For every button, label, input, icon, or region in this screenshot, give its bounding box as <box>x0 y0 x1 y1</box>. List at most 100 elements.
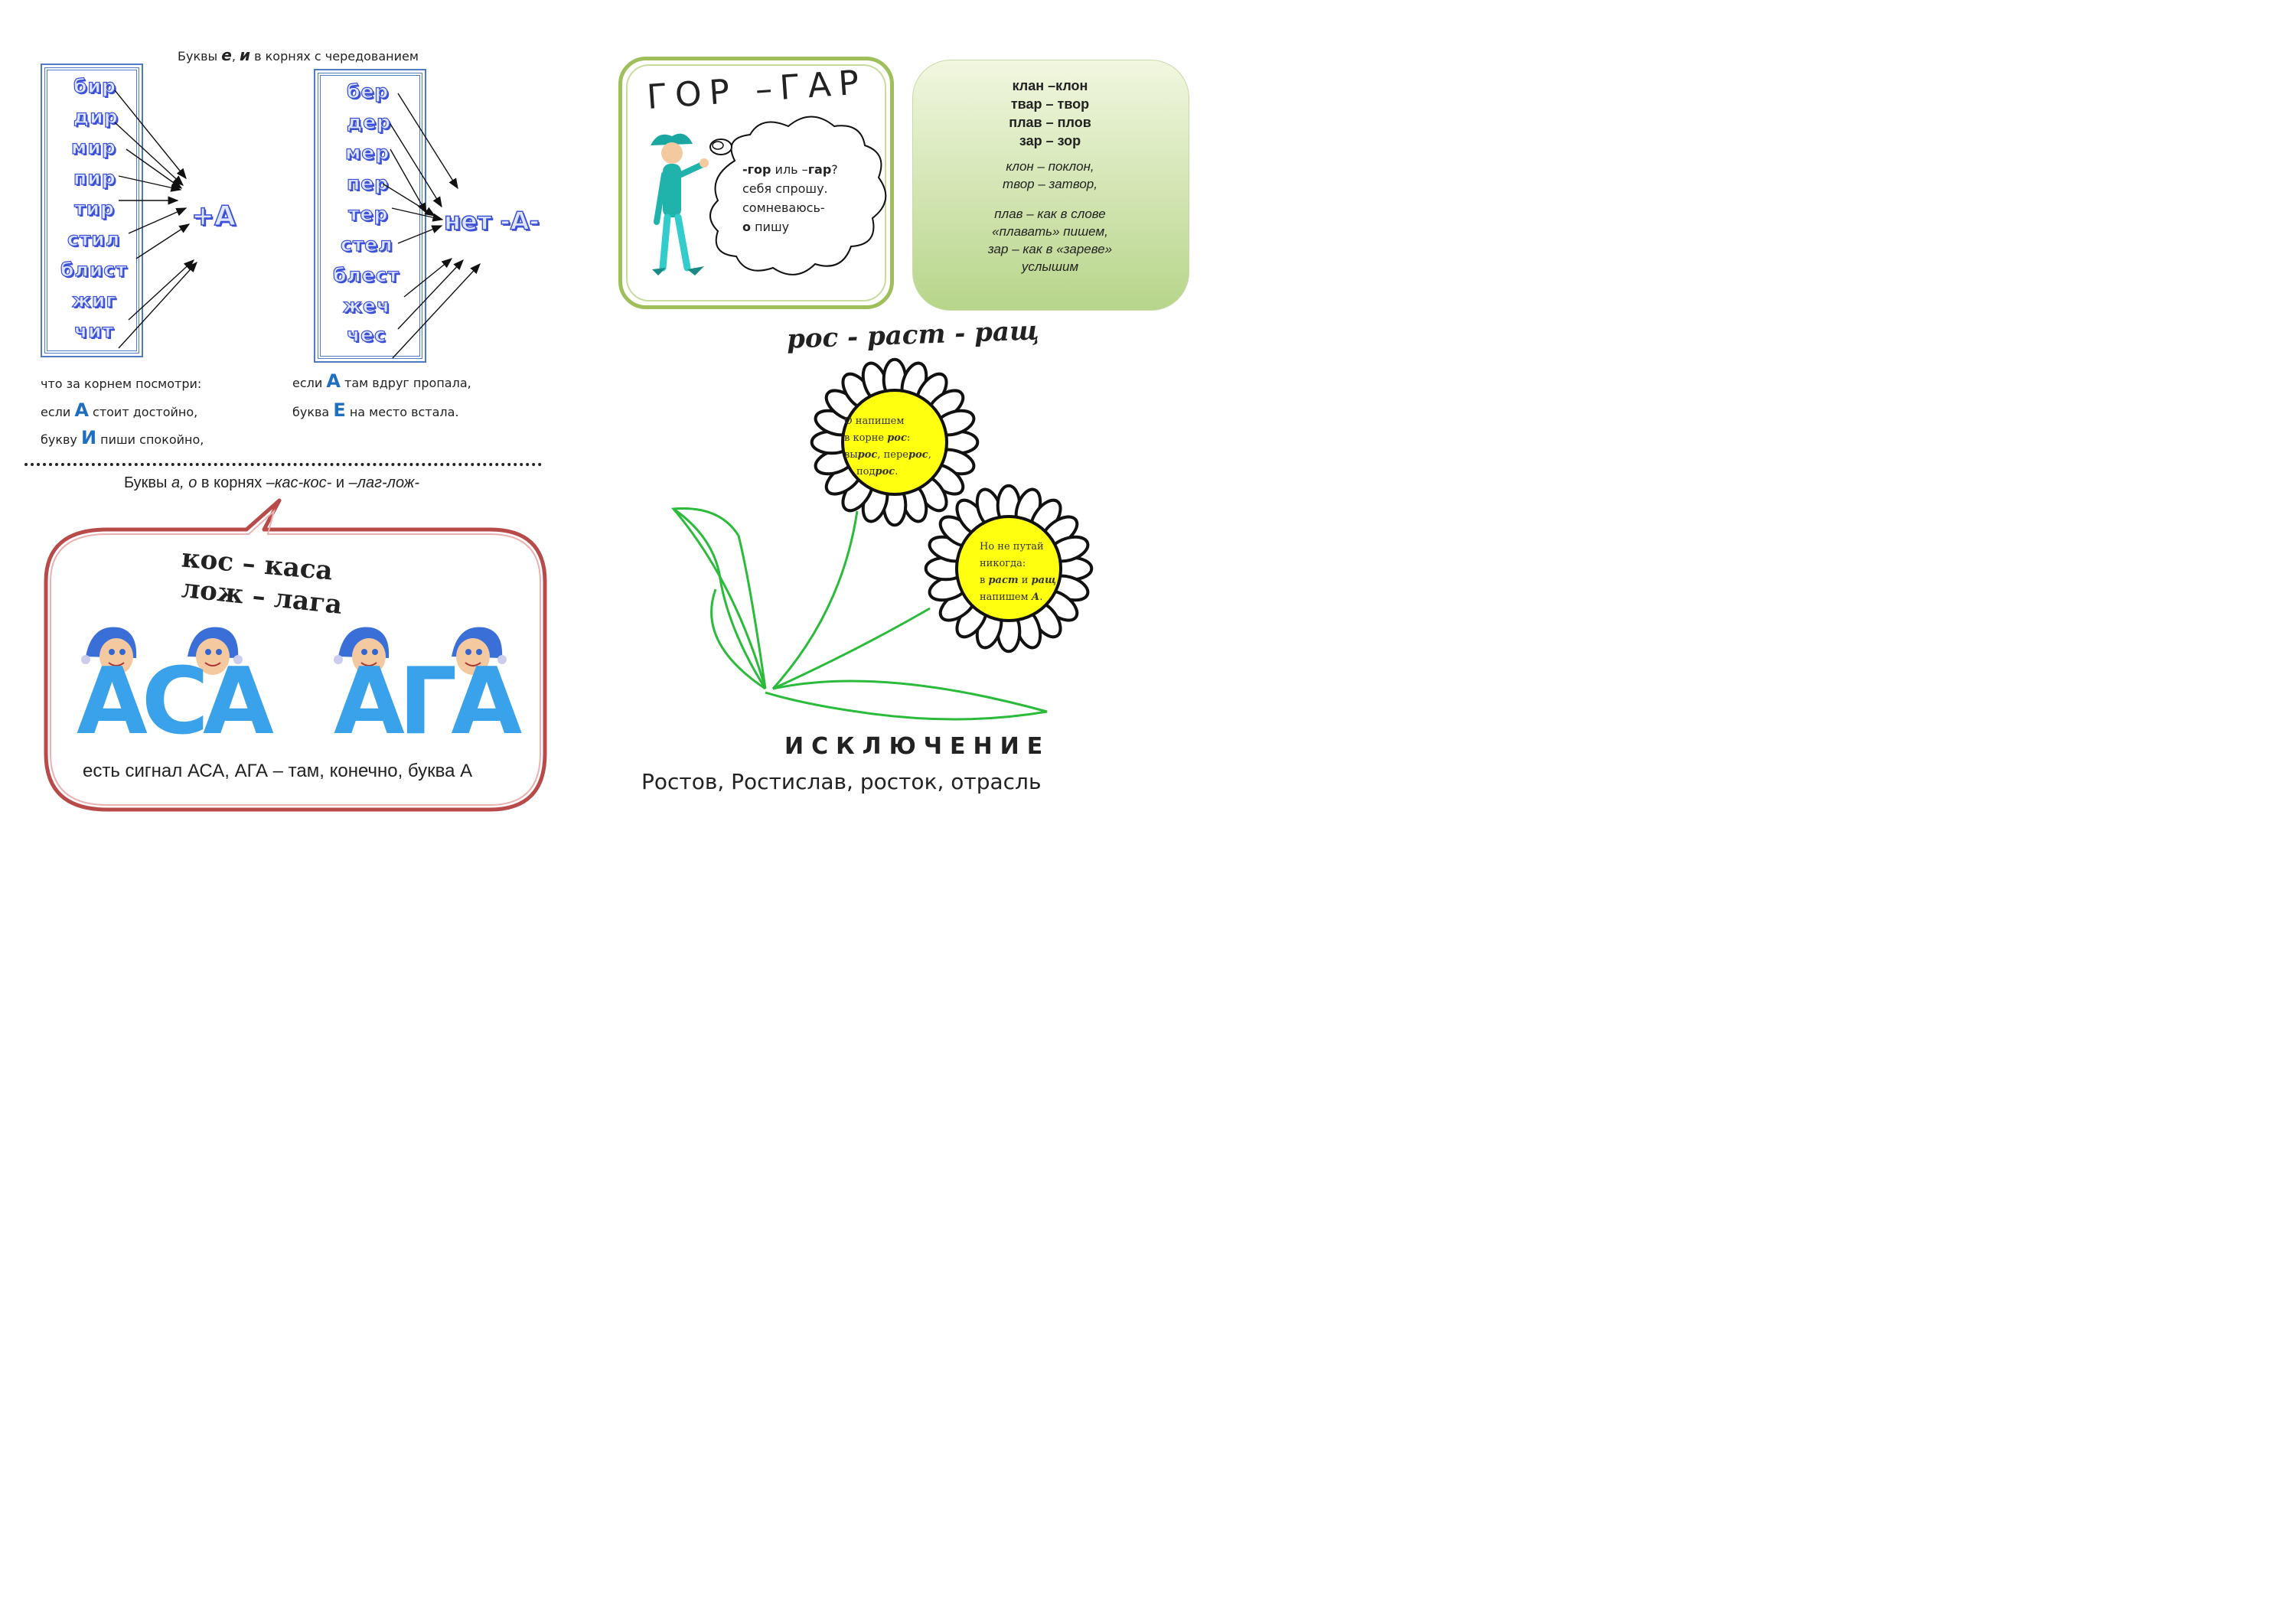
gor-gar-frame <box>618 57 894 309</box>
arrow <box>135 223 191 259</box>
rhyme-text: если <box>292 376 327 390</box>
exception-list: Ростов, Ростислав, росток, отрасль <box>641 769 1042 794</box>
left-root-1: дир <box>73 105 119 128</box>
word-aga: АГА <box>334 649 522 755</box>
title-sep: , <box>231 49 240 64</box>
flower-text: . <box>895 466 899 477</box>
arrow <box>392 262 481 359</box>
left-root-0: бир <box>73 74 116 97</box>
klan-bold-line: плав – плов <box>1009 115 1091 130</box>
flower-text: в корне <box>844 432 888 444</box>
flower-2-line-2: никогда: <box>980 558 1026 569</box>
rhyme-big-letter: А <box>326 370 341 392</box>
flower-2-line-3: в раст и ращ <box>980 572 1056 589</box>
right-root-0: бер <box>346 80 390 103</box>
flower-1-line-3: вырос, перерос, <box>844 447 931 464</box>
left-root-5: стил <box>67 227 121 250</box>
klan-italic-line: твор – затвор, <box>1003 177 1097 191</box>
rhyme-big-letter: А <box>74 399 89 421</box>
flower-1-line-2: в корне рос: <box>844 430 931 447</box>
jester-head-icon <box>334 627 390 675</box>
title-letter-e: е <box>221 46 232 64</box>
flower-2 <box>924 484 1094 653</box>
arrow <box>397 225 443 244</box>
right-root-1: дер <box>346 110 392 133</box>
flower-root: раст <box>988 575 1019 586</box>
flower-1 <box>810 357 980 527</box>
klan-paragraph-2: плав – как в слове «плавать» пишем, зар – … <box>912 205 1188 275</box>
rhyme-big-letter: И <box>80 427 97 448</box>
gor-line-2: себя спрошу. <box>742 181 828 196</box>
arrow <box>126 148 183 189</box>
rhyme-text: пиши спокойно, <box>96 432 204 447</box>
gor-illustration <box>651 116 887 275</box>
flower-root: рос <box>875 466 895 477</box>
gor-letter-o: о <box>742 220 751 234</box>
left-root-6: блист <box>60 258 128 281</box>
jester-head-icon <box>81 627 137 675</box>
gor-text: ? <box>831 162 838 177</box>
gor-text: иль – <box>771 162 808 177</box>
klan-italic-line: клон – поклон, <box>1006 159 1094 174</box>
flower-text: и <box>1018 575 1032 586</box>
klan-italic-line: «плавать» пишем, <box>992 224 1108 239</box>
klan-bold-line: твар – твор <box>1010 96 1090 112</box>
arrow <box>390 148 427 214</box>
right-root-3: пер <box>346 171 390 194</box>
left-root-3: пир <box>73 166 116 189</box>
gar-root: гар <box>807 162 832 177</box>
flower-text: , пере <box>877 449 908 461</box>
flower-1-line-4: подрос. <box>844 464 931 481</box>
flower-1-text: О напишем в корне рос: вырос, перерос, п… <box>844 413 931 481</box>
gor-text: пишу <box>751 220 790 234</box>
speech-bubble <box>44 498 547 812</box>
arrow <box>397 259 464 330</box>
title-root: лаг-лож- <box>357 474 420 491</box>
flower-center <box>841 389 948 496</box>
right-roots-box <box>314 69 426 363</box>
jester-figure-icon <box>651 133 709 275</box>
gor-line-4: о пишу <box>742 217 838 236</box>
klan-italic-line: зар – как в «зареве» <box>987 242 1113 256</box>
klan-bold-line: зар – зор <box>1019 133 1081 148</box>
flower-2-line-1: Но не путай <box>980 541 1044 552</box>
klan-italic-line: плав – как в слове <box>994 207 1106 221</box>
title-letter-i: и <box>240 46 251 64</box>
title-text: в корнях – <box>197 474 275 491</box>
rhyme-right-line-1: если А там вдруг пропала, <box>292 370 471 392</box>
left-root-8: чит <box>73 319 115 342</box>
arrow <box>128 259 195 321</box>
rhyme-text: на место встала. <box>345 405 459 419</box>
flower-text: . <box>1039 592 1043 603</box>
left-roots-box <box>41 64 143 357</box>
rhyme-text: стоит достойно, <box>88 405 198 419</box>
gor-gar-inner-frame <box>626 64 886 301</box>
flower-1-line-1: О напишем <box>844 416 905 427</box>
signal-line: есть сигнал АСА, АГА – там, конечно, бук… <box>83 761 473 781</box>
flower-center <box>955 515 1062 622</box>
klan-klon-card <box>912 60 1189 311</box>
flower-text: вы <box>844 449 858 461</box>
arrow <box>118 261 197 349</box>
flower-root: рос <box>857 449 878 461</box>
right-root-8: чес <box>346 323 386 346</box>
left-root-4: тир <box>73 197 115 220</box>
flower-illustration <box>670 357 1094 721</box>
klan-paragraph-1: клон – поклон, твор – затвор, <box>912 158 1188 193</box>
word-asa: АСА <box>77 649 274 755</box>
dotted-divider <box>24 463 542 466</box>
rhyme-text: если <box>41 405 75 419</box>
stem-and-leaves <box>670 507 1048 721</box>
rhyme-big-letter: Е <box>333 399 346 421</box>
arrow <box>128 207 188 234</box>
right-result-no-a: нет -А- <box>443 206 540 236</box>
flower-text: напишем <box>980 592 1032 603</box>
rhyme-left-line-2: если А стоит достойно, <box>41 399 197 421</box>
flower-2-text: Но не путай никогда: в раст и ращ напише… <box>980 539 1056 606</box>
title-root: кас-кос- <box>274 474 332 491</box>
arrows-layer <box>114 90 481 359</box>
arrow <box>382 183 436 217</box>
right-root-4: тер <box>347 202 389 225</box>
